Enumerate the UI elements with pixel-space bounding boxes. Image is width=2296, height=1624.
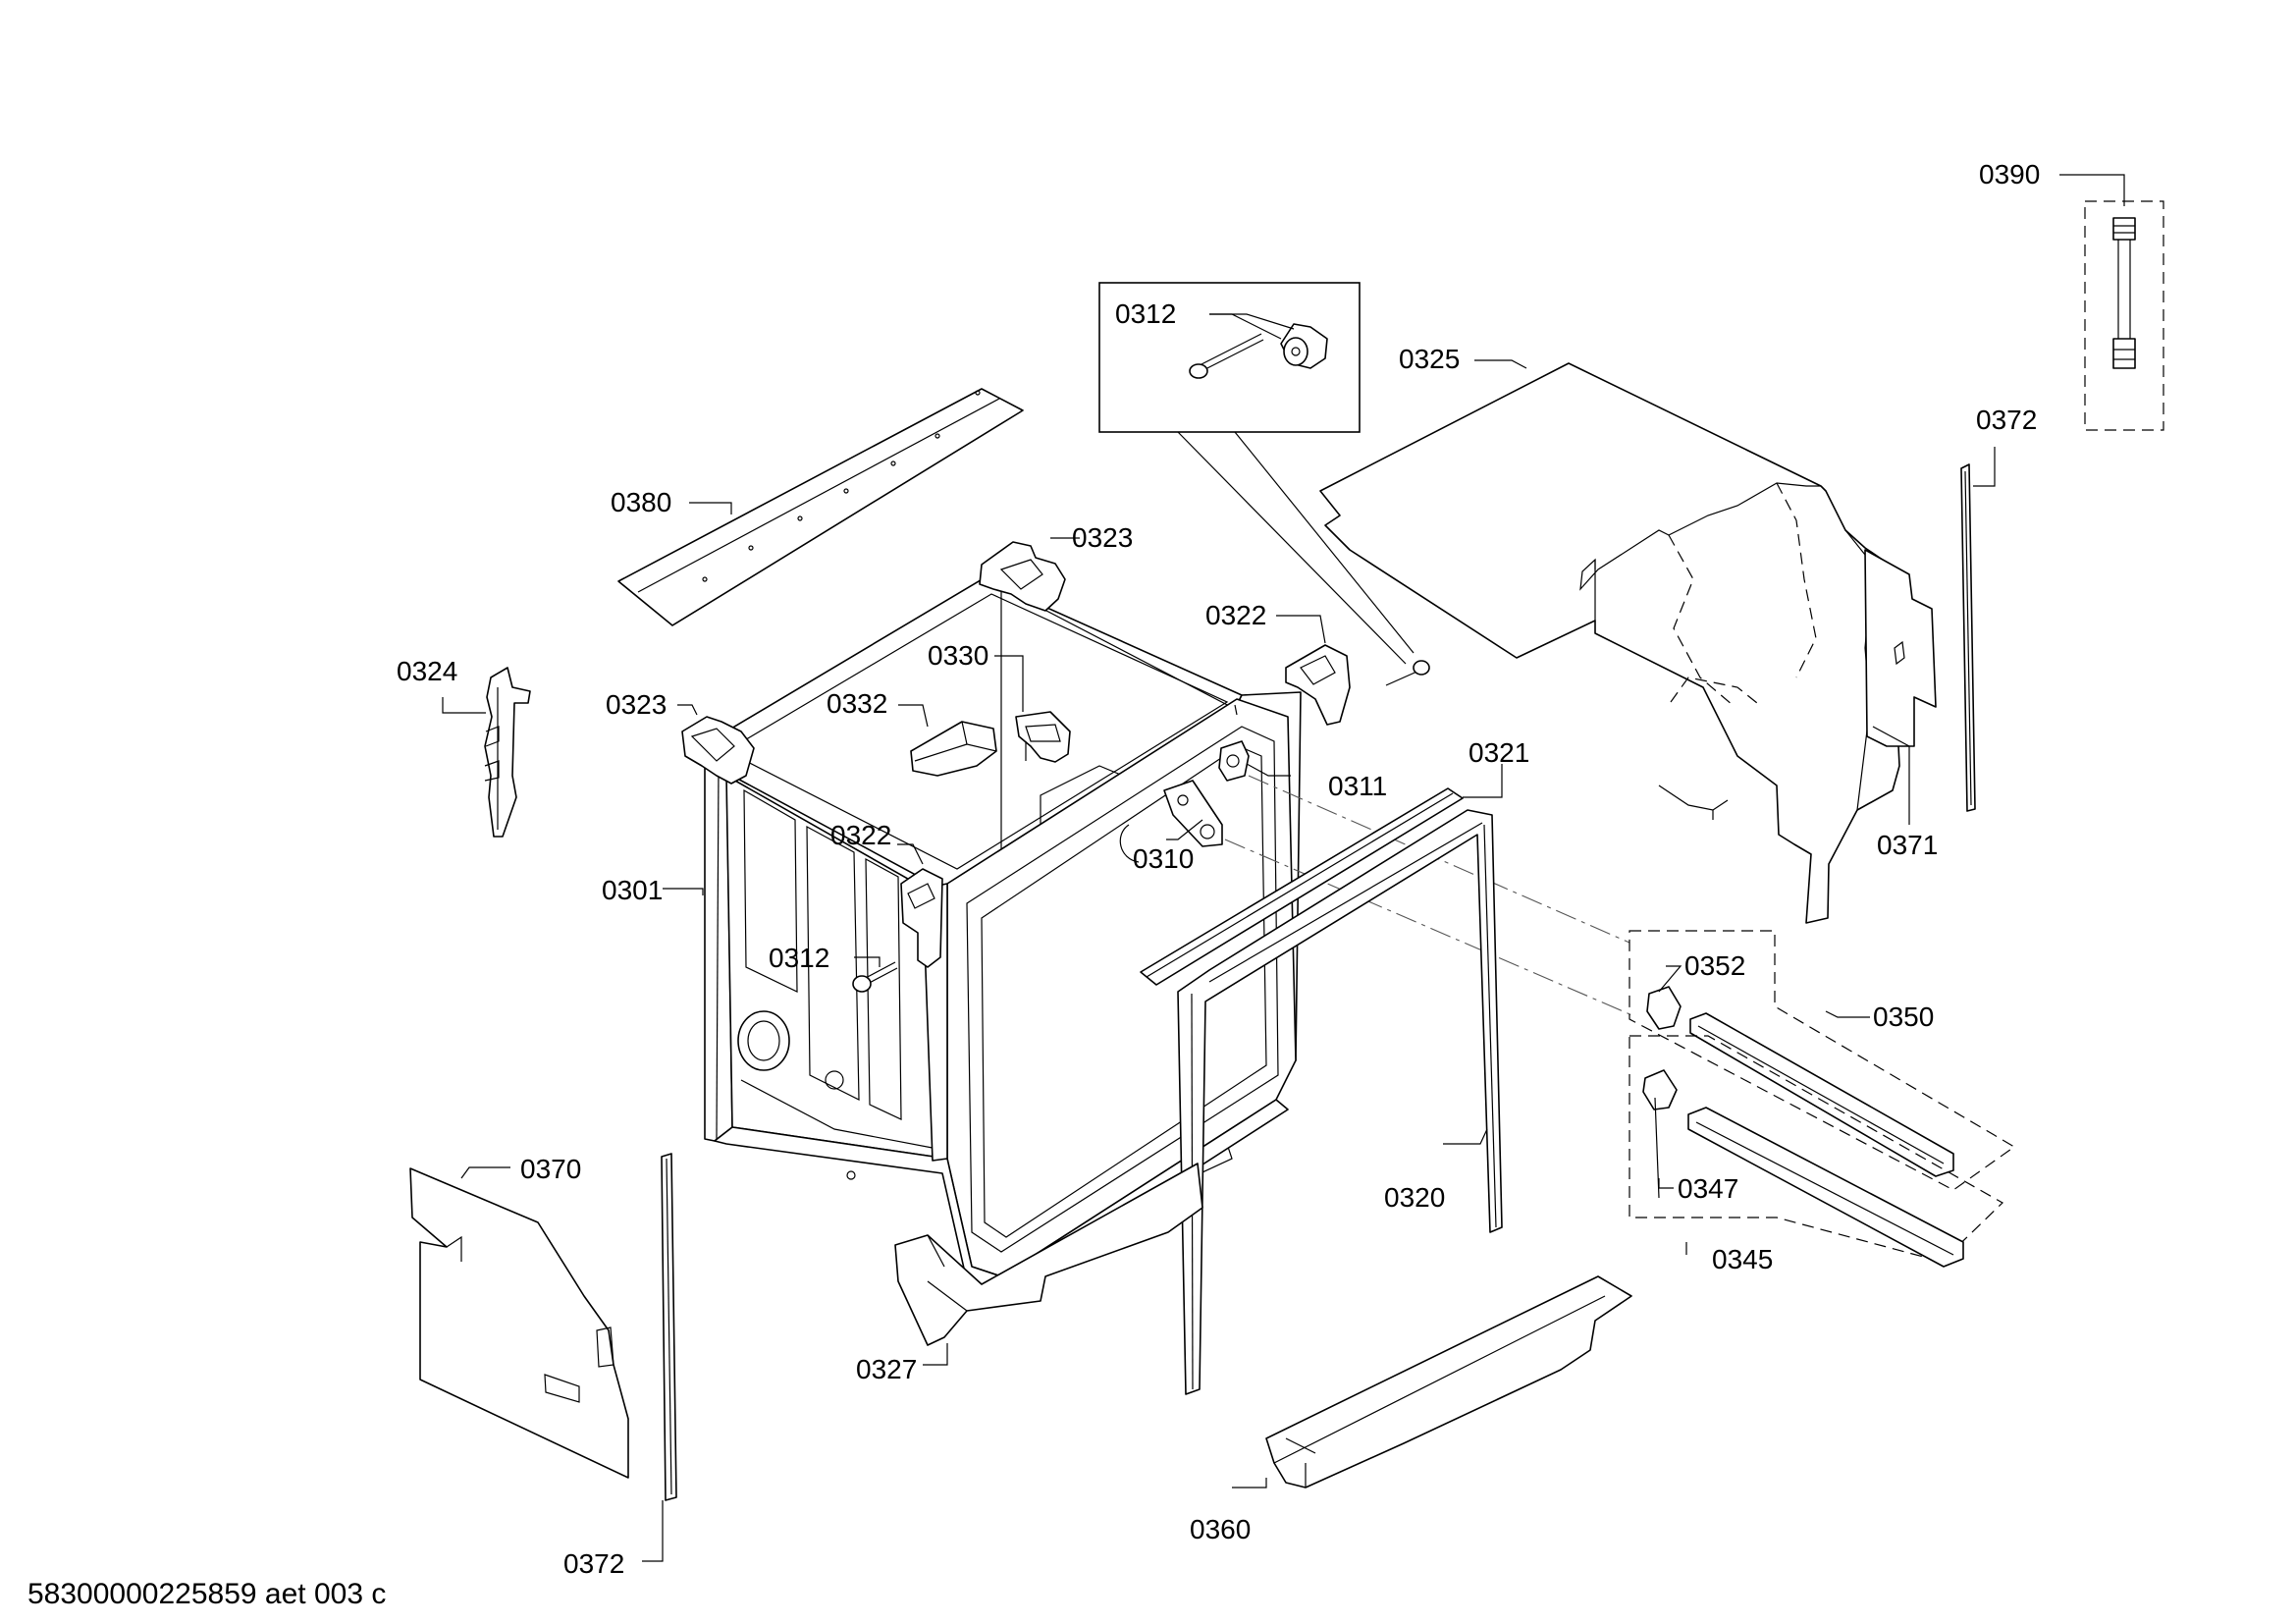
part-0312-mid-screw[interactable] [852,961,898,993]
label-0371[interactable]: 0371 [1877,830,1938,860]
part-0371-side-panel[interactable] [1864,549,1937,747]
label-0323-top[interactable]: 0323 [1072,522,1133,553]
part-0322-top-bracket[interactable] [1285,644,1351,726]
part-0321-top-seal[interactable] [1140,787,1464,986]
label-0390[interactable]: 0390 [1979,159,2040,189]
label-0325[interactable]: 0325 [1399,344,1460,374]
label-0321[interactable]: 0321 [1468,737,1529,768]
part-0332-switch[interactable] [910,721,997,777]
label-0332[interactable]: 0332 [827,688,887,719]
part-0330-latch[interactable] [1015,711,1071,763]
label-0311[interactable]: 0311 [1328,771,1387,801]
document-id: 58300000225859 aet 003 c [27,1578,386,1610]
part-0345-rail-kit[interactable] [1629,1035,2003,1268]
part-0372-right-strip[interactable] [1960,463,1976,812]
part-0323-top-corner[interactable] [979,541,1066,612]
part-0311-hinge[interactable] [1218,740,1630,944]
label-0370[interactable]: 0370 [520,1154,581,1184]
inset-box-0312[interactable] [1098,282,1361,433]
part-number-labels: 0390 0312 0325 0372 0380 0323 0322 0330 … [397,159,2040,1579]
label-0301[interactable]: 0301 [602,875,663,905]
part-0322-mid-bracket[interactable] [900,868,943,968]
label-0312-mid[interactable]: 0312 [769,943,829,973]
label-0345[interactable]: 0345 [1712,1244,1773,1274]
part-0310-hinge-plate[interactable] [1119,780,1635,1017]
label-0347[interactable]: 0347 [1678,1173,1738,1204]
label-0327[interactable]: 0327 [856,1354,917,1384]
label-0330[interactable]: 0330 [928,640,988,671]
part-0360-base-tray[interactable] [1265,1275,1632,1489]
label-0320[interactable]: 0320 [1384,1182,1445,1213]
part-0323-left-corner[interactable] [681,716,755,785]
label-0352[interactable]: 0352 [1684,950,1745,981]
part-0350-rail-kit[interactable] [1629,930,2016,1191]
label-0350[interactable]: 0350 [1873,1001,1934,1032]
screw-0312-small[interactable] [1385,660,1430,686]
part-0320-door-seal[interactable] [1177,809,1503,1395]
label-0322-top[interactable]: 0322 [1205,600,1266,630]
label-0312-inset[interactable]: 0312 [1115,298,1176,329]
part-0390-hose[interactable] [2084,200,2164,431]
label-0324[interactable]: 0324 [397,656,457,686]
label-0322-mid[interactable]: 0322 [830,820,891,850]
part-0325-insulation[interactable] [1319,362,1905,924]
label-0310[interactable]: 0310 [1133,843,1194,874]
part-0324-bracket[interactable] [484,667,531,838]
label-0360[interactable]: 0360 [1190,1514,1251,1544]
part-0372-left-strip[interactable] [661,1153,677,1501]
label-0380[interactable]: 0380 [611,487,671,517]
label-0323-left[interactable]: 0323 [606,689,667,720]
label-0372-right[interactable]: 0372 [1976,405,2037,435]
part-0370-side-panel[interactable] [409,1167,629,1479]
label-0372-bottom[interactable]: 0372 [563,1548,624,1579]
part-0380-top-strip[interactable] [617,388,1024,626]
part-0327-kickplate[interactable] [894,1163,1203,1346]
